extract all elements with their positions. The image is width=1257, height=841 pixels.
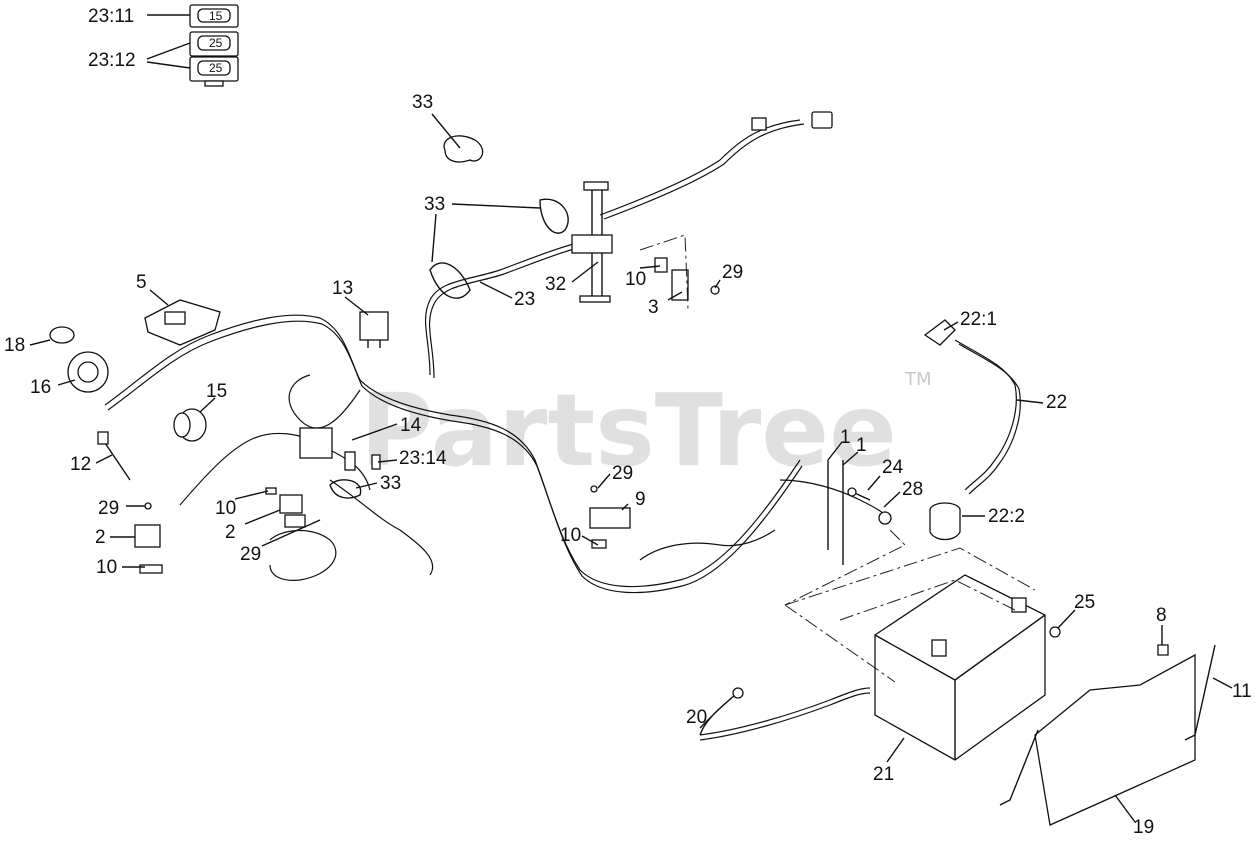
pto-switch-assembly-part-32 bbox=[571, 181, 613, 303]
callout-24: 24 bbox=[882, 457, 904, 478]
callout-29b: 29 bbox=[98, 498, 119, 519]
callout-22-1: 22:1 bbox=[960, 309, 997, 330]
callout-22: 22 bbox=[1046, 392, 1067, 413]
cable-tie-part-33 bbox=[329, 135, 569, 499]
connector-part-top-right bbox=[751, 111, 833, 131]
callout-22-2: 22:2 bbox=[988, 506, 1025, 527]
callout-33c: 33 bbox=[380, 473, 401, 494]
hour-meter-part-16 bbox=[67, 351, 109, 393]
callout-3: 3 bbox=[648, 297, 659, 318]
callout-10c: 10 bbox=[96, 557, 117, 578]
callout-18: 18 bbox=[4, 335, 25, 356]
callout-29d: 29 bbox=[612, 463, 633, 484]
fuse-value-25b: 25 bbox=[209, 61, 223, 75]
nut-part-25 bbox=[1049, 626, 1061, 638]
callout-33a: 33 bbox=[412, 92, 433, 113]
callout-12: 12 bbox=[70, 454, 91, 475]
bracket-part-3 bbox=[639, 234, 720, 311]
watermark-text: PartsTree bbox=[360, 372, 897, 489]
callout-1a: 1 bbox=[840, 427, 851, 448]
callout-32: 32 bbox=[545, 274, 566, 295]
battery-part-21 bbox=[874, 574, 1046, 761]
battery-cover-part-19 bbox=[1034, 653, 1196, 826]
ignition-switch-part-5 bbox=[144, 299, 221, 346]
callout-14: 14 bbox=[400, 415, 422, 436]
callout-33b: 33 bbox=[424, 194, 445, 215]
alarm-part-15 bbox=[173, 408, 207, 442]
watermark-trademark: TM bbox=[904, 369, 932, 390]
callout-25: 25 bbox=[1074, 592, 1095, 613]
leader-lines bbox=[29, 113, 1233, 823]
positive-cable-part-22 bbox=[923, 319, 1021, 495]
terminal-boot-part-22-2 bbox=[929, 502, 961, 541]
relay-part-13 bbox=[359, 311, 389, 348]
hold-down-rod-part-11 bbox=[999, 644, 1216, 806]
ground-wire-part-1 bbox=[827, 460, 844, 565]
wing-nut-part-8 bbox=[1157, 644, 1169, 656]
callout-2a: 2 bbox=[95, 527, 106, 548]
callout-10d: 10 bbox=[560, 525, 581, 546]
callout-9: 9 bbox=[635, 489, 646, 510]
seat-switch-part-9 bbox=[589, 485, 631, 549]
callout-15: 15 bbox=[206, 381, 227, 402]
fuse-value-15: 15 bbox=[209, 9, 223, 23]
callout-8: 8 bbox=[1156, 605, 1167, 626]
callout-23-14: 23:14 bbox=[399, 448, 447, 469]
callout-29c: 29 bbox=[240, 544, 261, 565]
callout-5: 5 bbox=[136, 272, 147, 293]
callout-labels: 33 33 23 32 10 3 29 5 13 18 16 15 14 23:… bbox=[4, 92, 1252, 838]
key-part-18 bbox=[29, 326, 75, 346]
callout-29a: 29 bbox=[722, 262, 743, 283]
callout-10b: 10 bbox=[215, 498, 236, 519]
callout-10a: 10 bbox=[625, 269, 646, 290]
fuse-legend: 23:11 15 23:12 25 25 bbox=[88, 4, 239, 87]
switch-part-2-mid bbox=[265, 487, 306, 528]
fuse-legend-label-23-12: 23:12 bbox=[88, 50, 136, 71]
probe-part-12 bbox=[97, 431, 131, 481]
callout-21: 21 bbox=[873, 764, 894, 785]
callout-13: 13 bbox=[332, 278, 353, 299]
bolt-part-24 bbox=[847, 487, 892, 525]
fuse-legend-label-23-11: 23:11 bbox=[88, 6, 134, 27]
negative-cable-part-20 bbox=[699, 687, 871, 741]
callout-28: 28 bbox=[902, 479, 923, 500]
callout-20: 20 bbox=[686, 707, 707, 728]
callout-1b: 1 bbox=[856, 435, 867, 456]
fuse-value-25a: 25 bbox=[209, 36, 223, 50]
callout-11: 11 bbox=[1232, 681, 1252, 702]
callout-16: 16 bbox=[30, 377, 51, 398]
callout-2b: 2 bbox=[225, 522, 236, 543]
callout-23: 23 bbox=[514, 289, 535, 310]
battery-outline-dashes bbox=[784, 529, 1036, 683]
switch-part-2-left bbox=[134, 502, 163, 574]
main-wire-harness bbox=[104, 119, 886, 594]
callout-19: 19 bbox=[1133, 817, 1154, 838]
